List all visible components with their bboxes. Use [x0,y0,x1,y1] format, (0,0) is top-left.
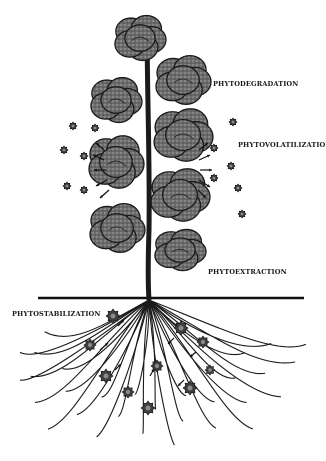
contaminant-particle [106,309,120,323]
label-phytoextraction: PHYTOEXTRACTION [208,268,287,276]
contaminant-particle [210,174,218,182]
arrow [199,155,210,160]
particle-core [155,364,159,368]
arrow [200,168,212,171]
particle-core [179,326,184,331]
label-phytovolatilization: PHYTOVOLATILIZATION [238,141,326,149]
particle-core [188,386,193,391]
arrow-head [209,168,212,171]
root-strand [149,300,214,402]
particle-core [63,149,66,152]
leaf-lobe [101,87,131,113]
contaminant-particle [80,152,88,160]
label-phytostabilization: PHYTOSTABILIZATION [12,310,100,318]
contaminant-particle [91,124,99,132]
root-strand [48,300,149,429]
contaminant-particle [229,118,237,126]
leaf [156,56,211,105]
leaf [155,229,206,270]
leaf-lobe [100,147,132,178]
particle-core [126,390,130,394]
contaminant-particle [60,146,68,154]
particle-core [111,314,116,319]
leaf [115,16,166,61]
contaminant-particle [84,339,96,351]
leaf-lobe [165,238,195,262]
particle-core [237,187,240,190]
particle-core [213,177,216,180]
particle-core [208,368,212,372]
particle-core [201,340,205,344]
particle-core [66,185,69,188]
contaminant-particle [238,210,246,218]
particle-core [241,213,244,216]
particle-core [94,127,97,130]
leaf-lobe [101,214,133,243]
roots-group [20,300,306,445]
root-strand [20,300,149,354]
contaminant-particle [197,336,209,348]
particle-core [83,155,86,158]
particle-core [232,121,235,124]
leaf [91,78,142,123]
arrow [100,190,109,198]
arrow [150,369,154,376]
particle-core [213,147,216,150]
root-strand [45,300,149,337]
root-strand [149,300,281,397]
contaminant-particle [63,182,71,190]
contaminant-particle [80,186,88,194]
particle-core [83,189,86,192]
particle-core [230,165,233,168]
leaf-lobe [125,25,155,51]
particle-core [88,343,92,347]
plant-stem [147,22,149,300]
leaf-lobe [163,180,198,211]
contaminant-particle [205,365,215,375]
particle-core [72,125,75,128]
contaminant-particle [210,144,218,152]
arrow [100,343,108,350]
contaminant-particle [227,162,235,170]
contaminant-particle [141,401,155,415]
contaminant-particle [69,122,77,130]
contaminant-particle [99,369,113,383]
contaminant-particle [234,184,242,192]
leaf [154,109,213,161]
particle-core [146,406,151,411]
leaf-lobe [166,120,201,151]
leaf [151,169,210,221]
particle-core [104,374,109,379]
contaminant-particle [122,386,134,398]
label-phytodegradation: PHYTODEGRADATION [213,80,298,88]
contaminant-particle [174,321,188,335]
leaf [90,204,145,253]
arrow [190,352,196,357]
arrow [178,380,184,386]
leaf-lobe [167,66,199,95]
contaminant-particle [183,381,197,395]
